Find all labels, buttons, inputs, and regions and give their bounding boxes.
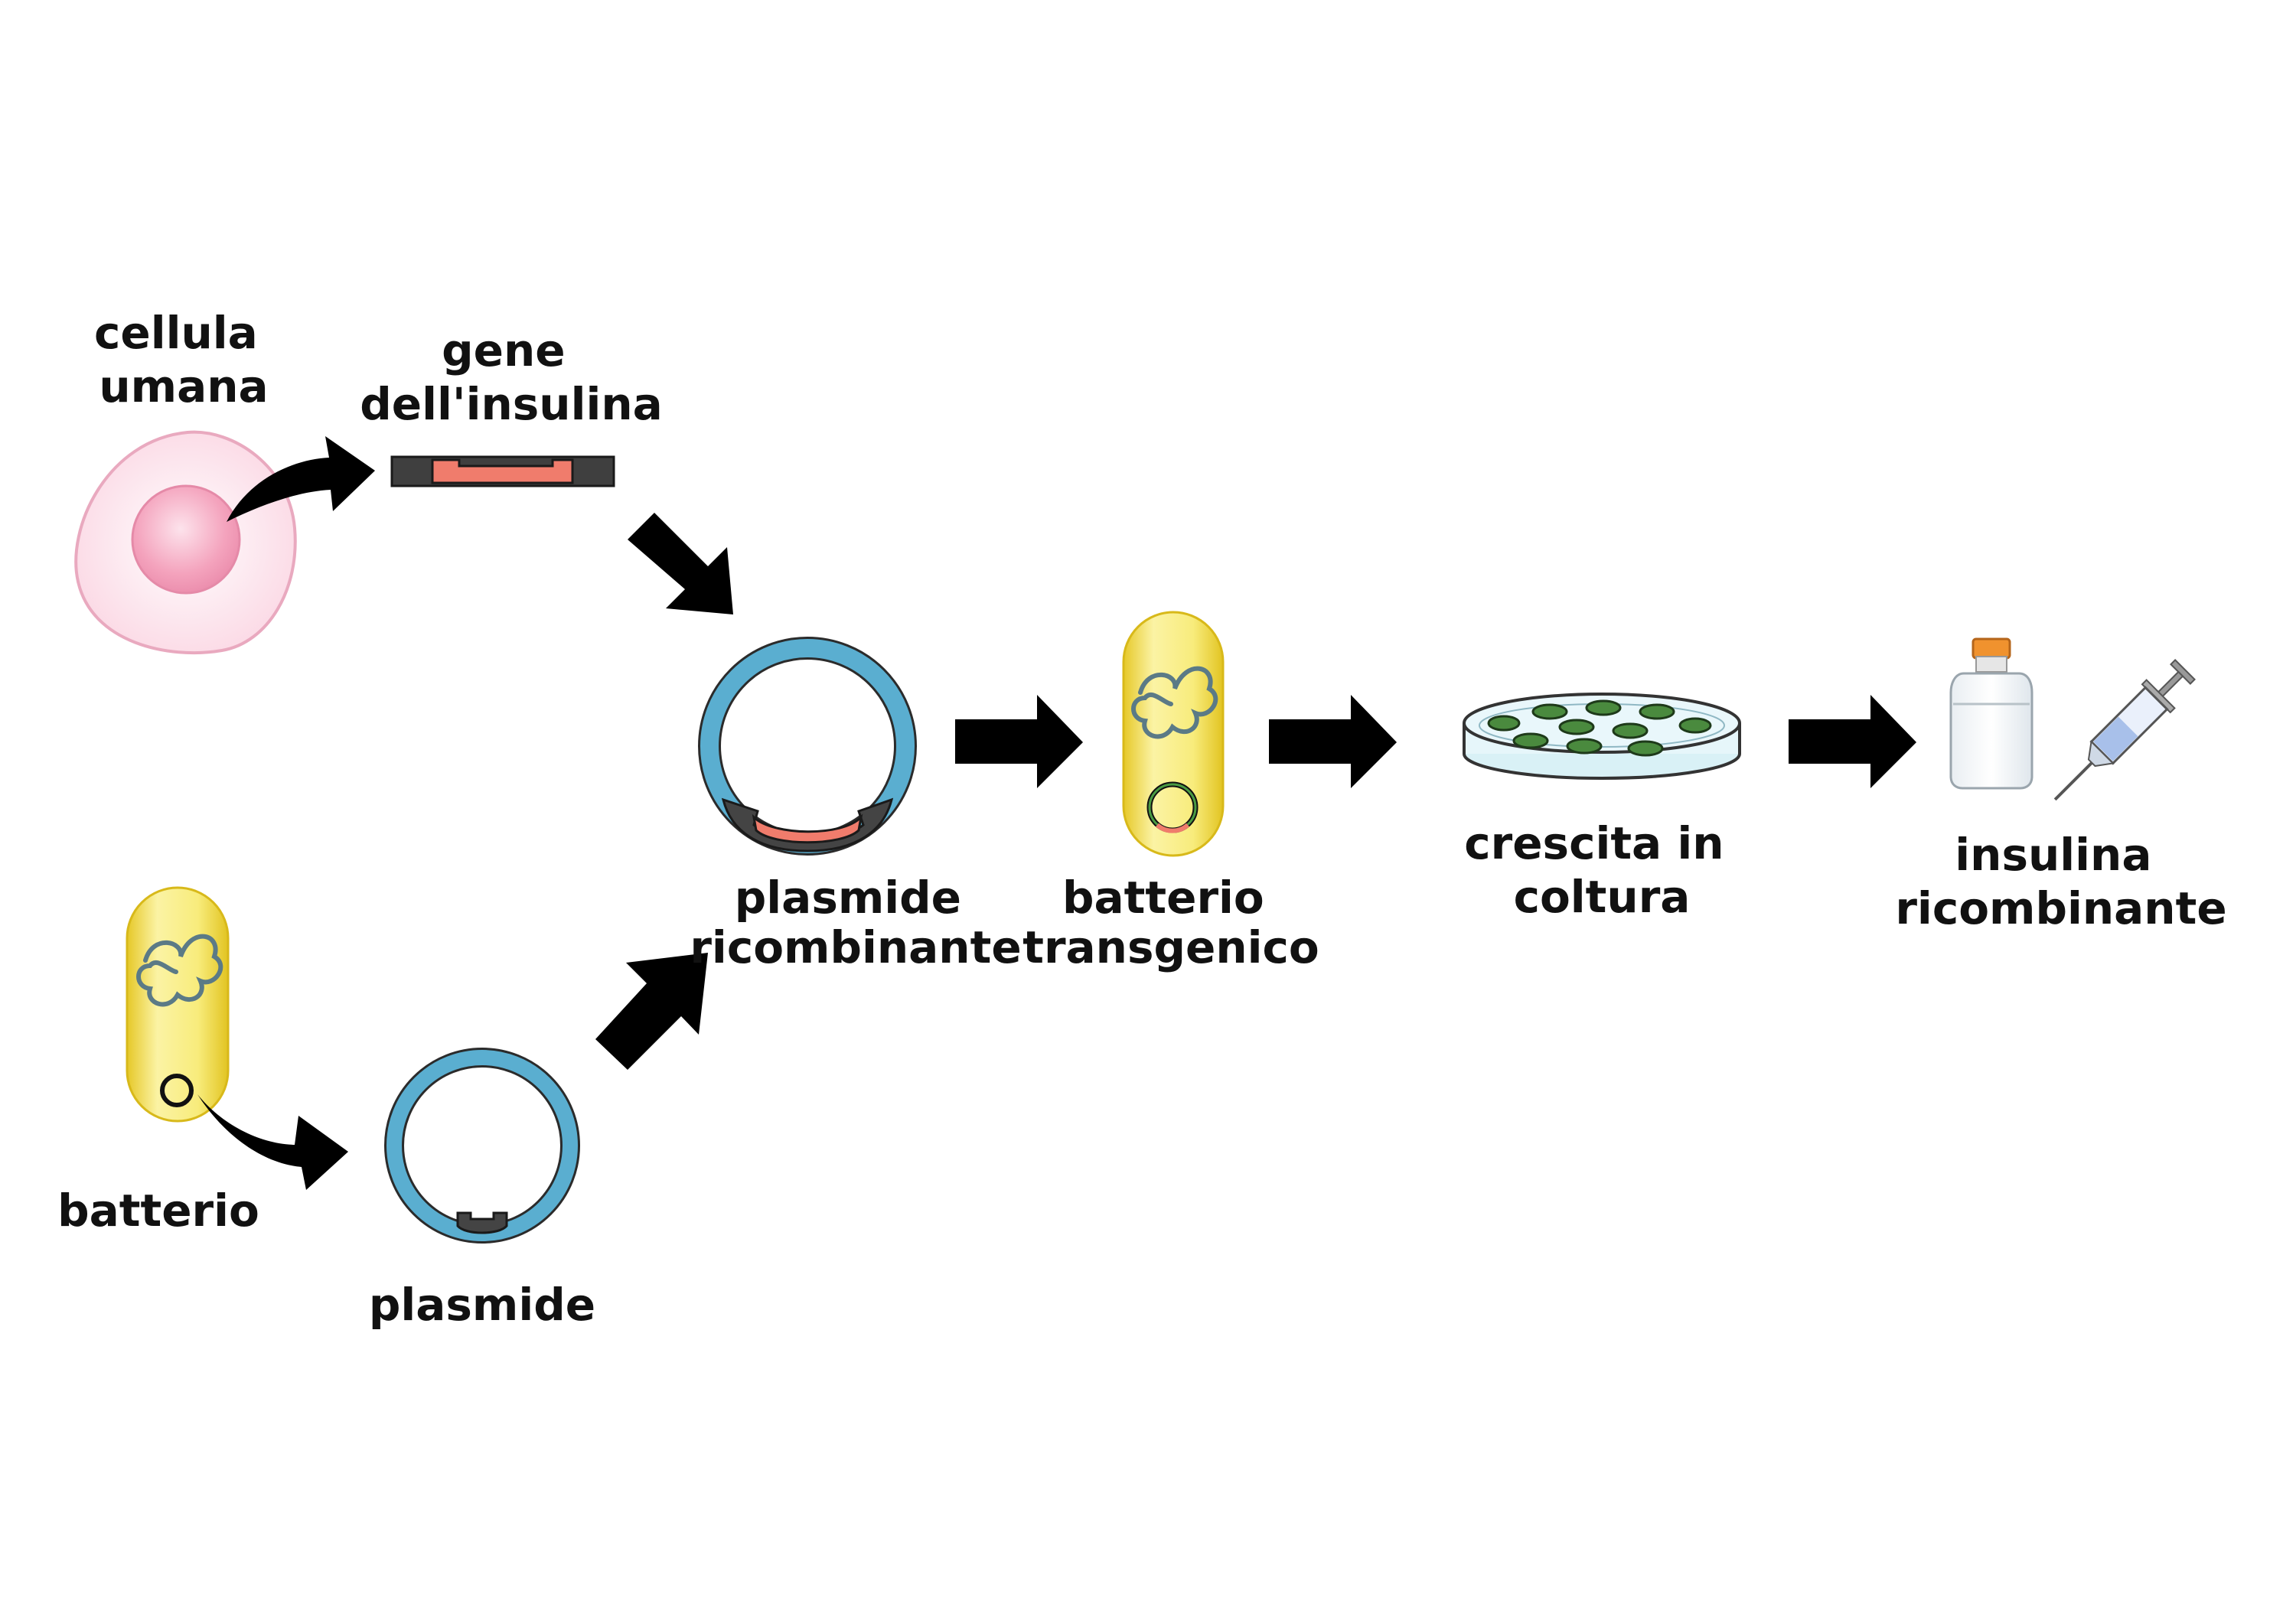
arrow-culture-to-insulin (1789, 695, 1916, 788)
human-cell-label: cellula umana (94, 307, 273, 412)
syringe-icon (2053, 659, 2196, 801)
arrow-plasmid-to-recombinant (595, 953, 708, 1070)
culture-growth-label: crescita in coltura (1464, 817, 1740, 923)
arrow-transgenic-to-culture (1269, 695, 1397, 788)
recombinant-plasmid-label: plasmide ricombinante (690, 872, 1021, 973)
insulin-gene-label: gene dell'insulina (360, 324, 663, 430)
cell-nucleus (131, 484, 241, 595)
bacterial-colonies (1487, 699, 1712, 757)
plasmid-label: plasmide (369, 1279, 595, 1331)
transgenic-bacterium-label: batterio transgenico (1022, 872, 1319, 973)
human-cell (74, 430, 297, 655)
arrow-gene-to-recombinant (628, 513, 733, 614)
bacterium-label: batterio (57, 1185, 259, 1237)
culture-dish (1463, 693, 1741, 780)
insulin-vial (1949, 637, 2033, 790)
recombinant-plasmid (698, 637, 917, 856)
arrow-bacterium-to-plasmid (197, 1094, 348, 1190)
recombinant-insulin-label: insulina ricombinante (1895, 829, 2226, 934)
plasmid (384, 1048, 580, 1244)
arrow-recombinant-to-transgenic (955, 695, 1083, 788)
bacterium (126, 886, 230, 1123)
transgenic-bacterium (1122, 611, 1225, 857)
insulin-gene (390, 455, 615, 487)
arrow-cell-to-gene (227, 436, 375, 522)
